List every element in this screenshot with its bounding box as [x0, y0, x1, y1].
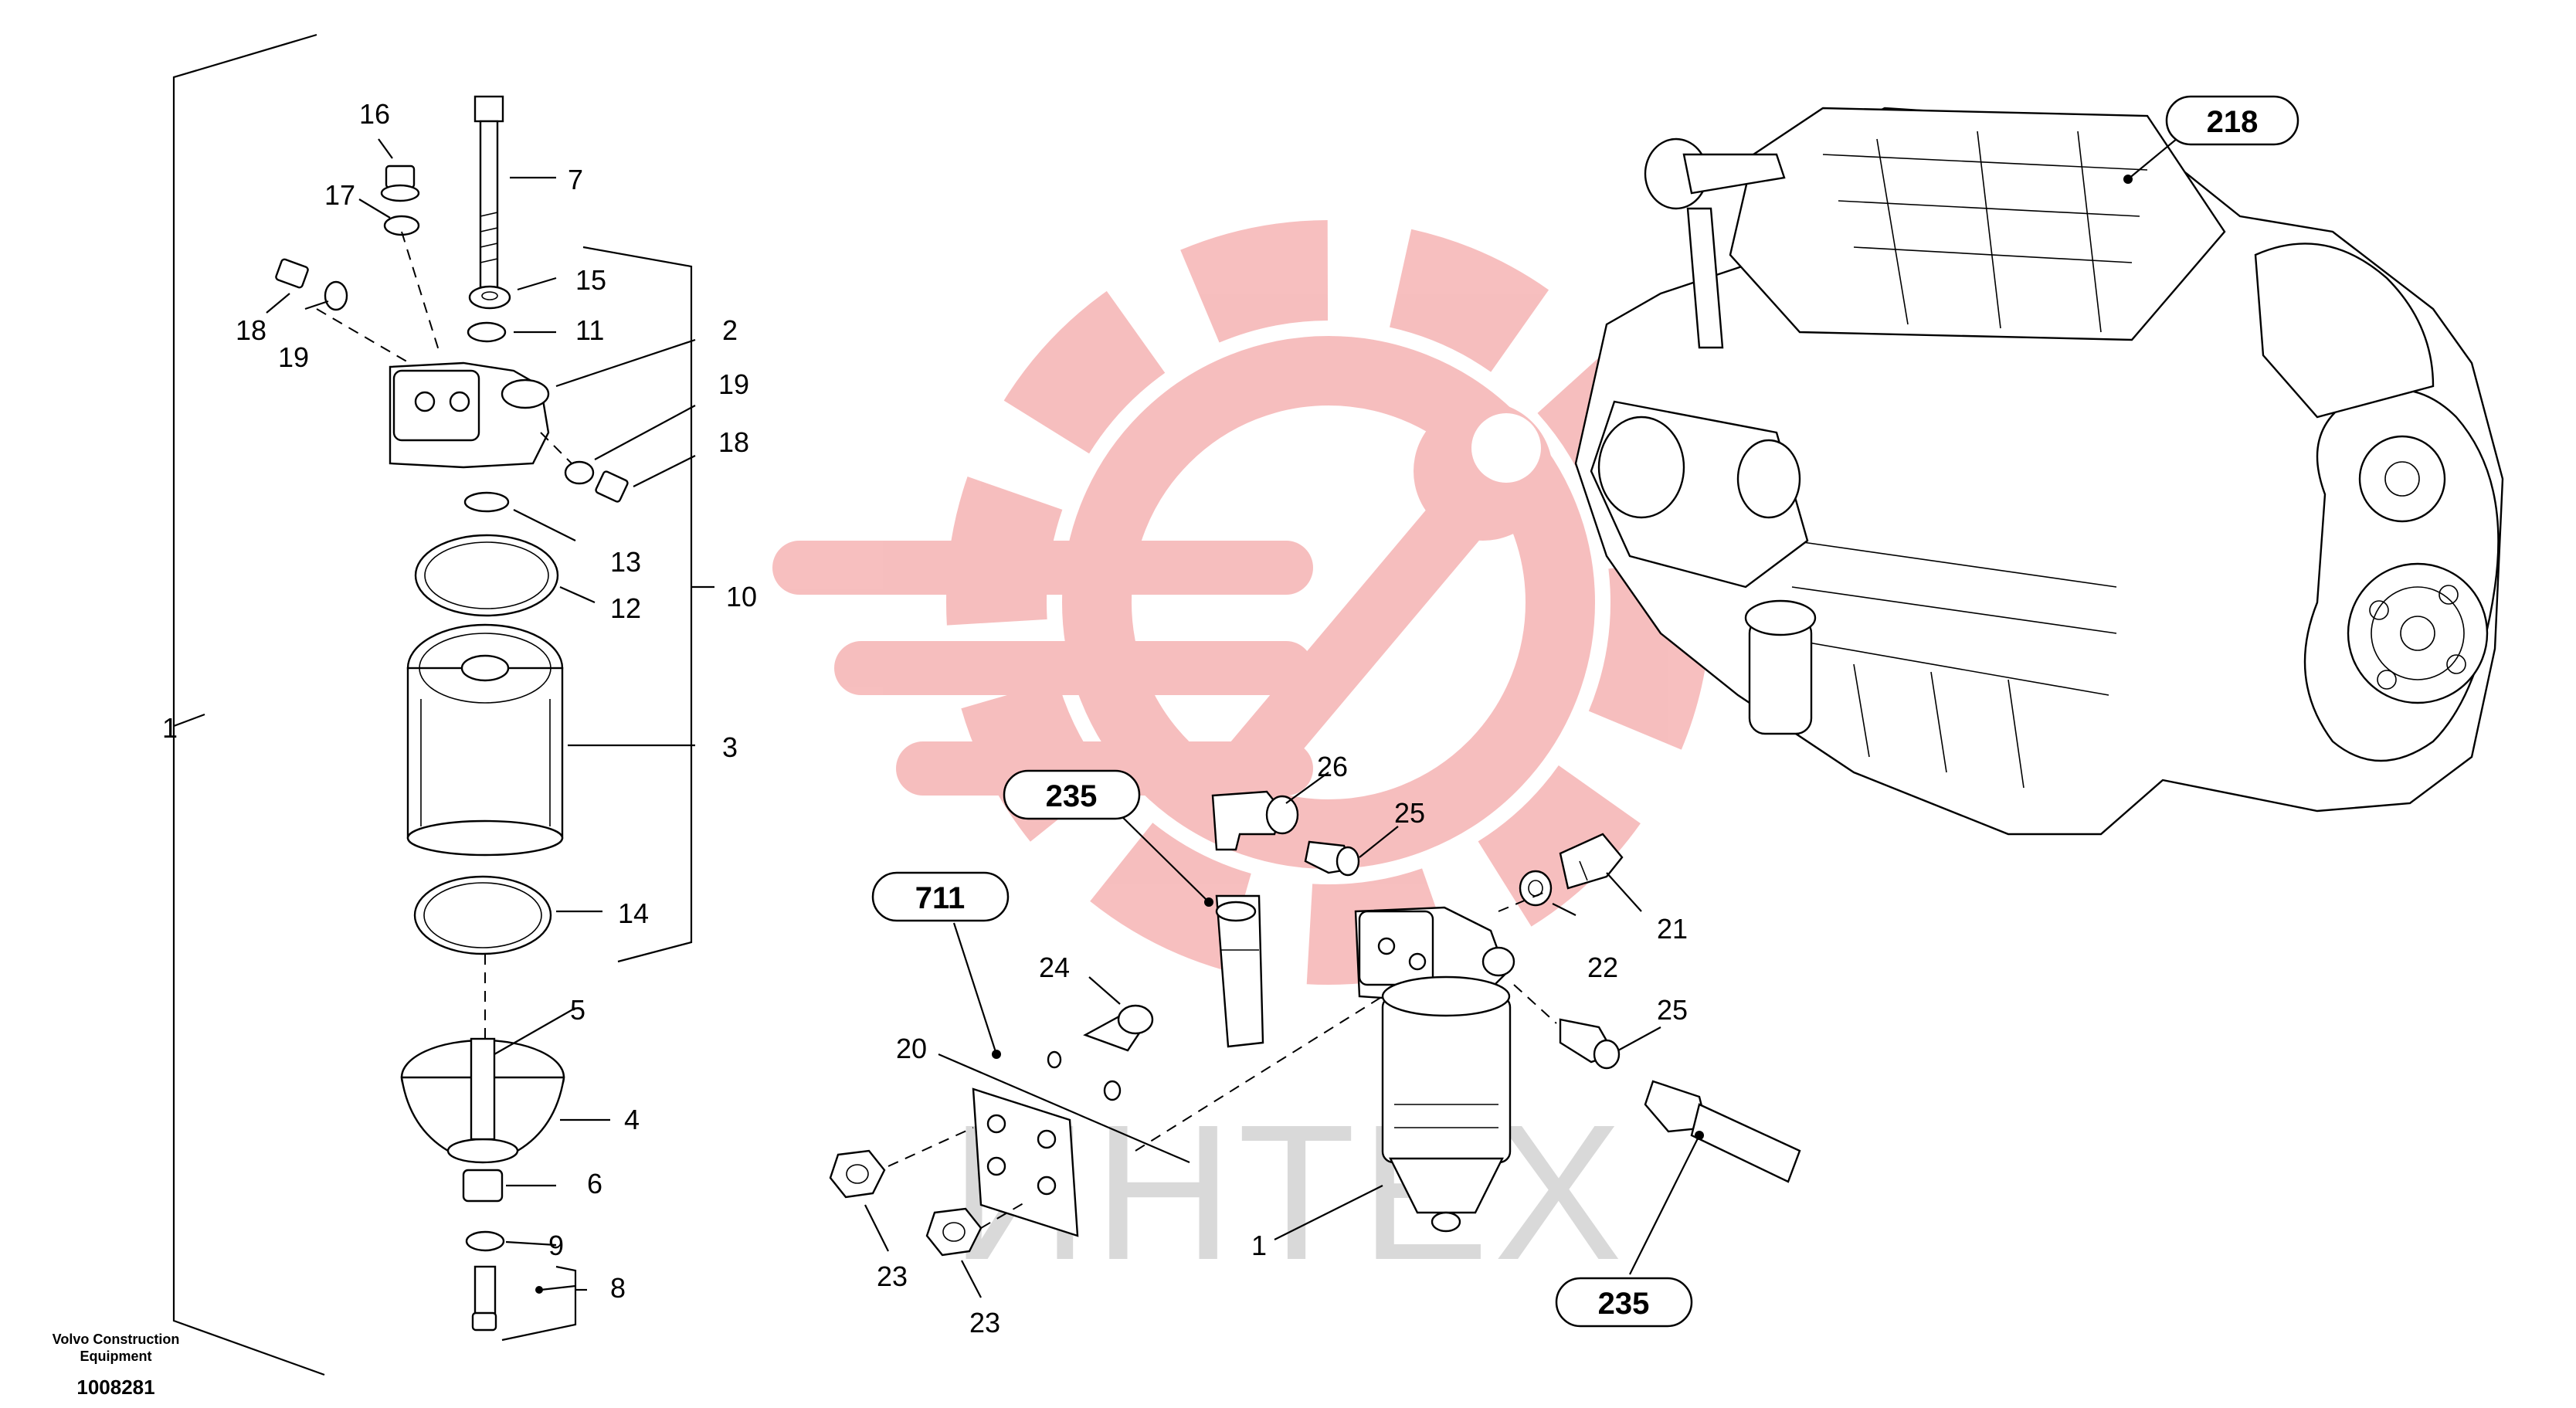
label-11: 11: [575, 314, 604, 346]
label-20: 20: [896, 1033, 927, 1064]
label-3: 3: [722, 731, 738, 763]
label-1-left: 1: [162, 712, 178, 744]
label-23-right: 23: [969, 1307, 1000, 1338]
footer: Volvo Construction Equipment 1008281: [53, 1332, 180, 1399]
label-19-top: 19: [278, 341, 309, 373]
callout-235-top[interactable]: 235: [1003, 769, 1141, 820]
label-7: 7: [568, 164, 583, 195]
label-16: 16: [359, 98, 390, 130]
engine-illustration: [1574, 107, 2504, 836]
label-8: 8: [610, 1272, 626, 1304]
label-22: 22: [1587, 952, 1618, 983]
center-labels: 26 25 21 22 25 24 20 1 23 23: [877, 751, 1688, 1338]
brand-line1: Volvo Construction: [53, 1332, 180, 1347]
callout-235-bottom-text: 235: [1598, 1287, 1650, 1321]
callout-711[interactable]: 711: [871, 871, 1010, 922]
left-labels: 16 17 7 15 11 18 19 2 19 18 13 12 10 1 3…: [162, 98, 757, 1304]
left-exploded-view: [172, 33, 714, 1376]
drawing-id: 1008281: [76, 1376, 154, 1399]
label-24: 24: [1039, 952, 1070, 983]
label-26: 26: [1317, 751, 1348, 782]
label-17: 17: [324, 179, 355, 211]
label-9: 9: [548, 1230, 564, 1261]
label-1-center: 1: [1251, 1230, 1267, 1261]
brand-line2: Equipment: [80, 1349, 152, 1364]
callout-218[interactable]: 218: [2165, 95, 2299, 146]
callout-711-text: 711: [915, 881, 966, 915]
label-25-bottom: 25: [1657, 994, 1688, 1026]
callout-218-text: 218: [2207, 105, 2259, 139]
callout-235-bottom[interactable]: 235: [1555, 1277, 1693, 1328]
label-5: 5: [570, 994, 585, 1026]
label-6: 6: [587, 1168, 602, 1199]
label-13: 13: [610, 546, 641, 578]
label-12: 12: [610, 592, 641, 624]
center-assembly: [829, 772, 1801, 1298]
label-18-right: 18: [718, 426, 749, 458]
callout-235-top-text: 235: [1046, 779, 1098, 813]
label-14: 14: [618, 897, 649, 929]
bolt-head: [473, 95, 504, 123]
label-19-right: 19: [718, 368, 749, 400]
label-18-top: 18: [236, 314, 266, 346]
label-2: 2: [722, 314, 738, 346]
label-4: 4: [624, 1104, 640, 1135]
label-23-left: 23: [877, 1260, 908, 1292]
label-25-top: 25: [1394, 797, 1425, 829]
label-15: 15: [575, 264, 606, 296]
label-21: 21: [1657, 913, 1688, 945]
label-10: 10: [726, 581, 757, 612]
